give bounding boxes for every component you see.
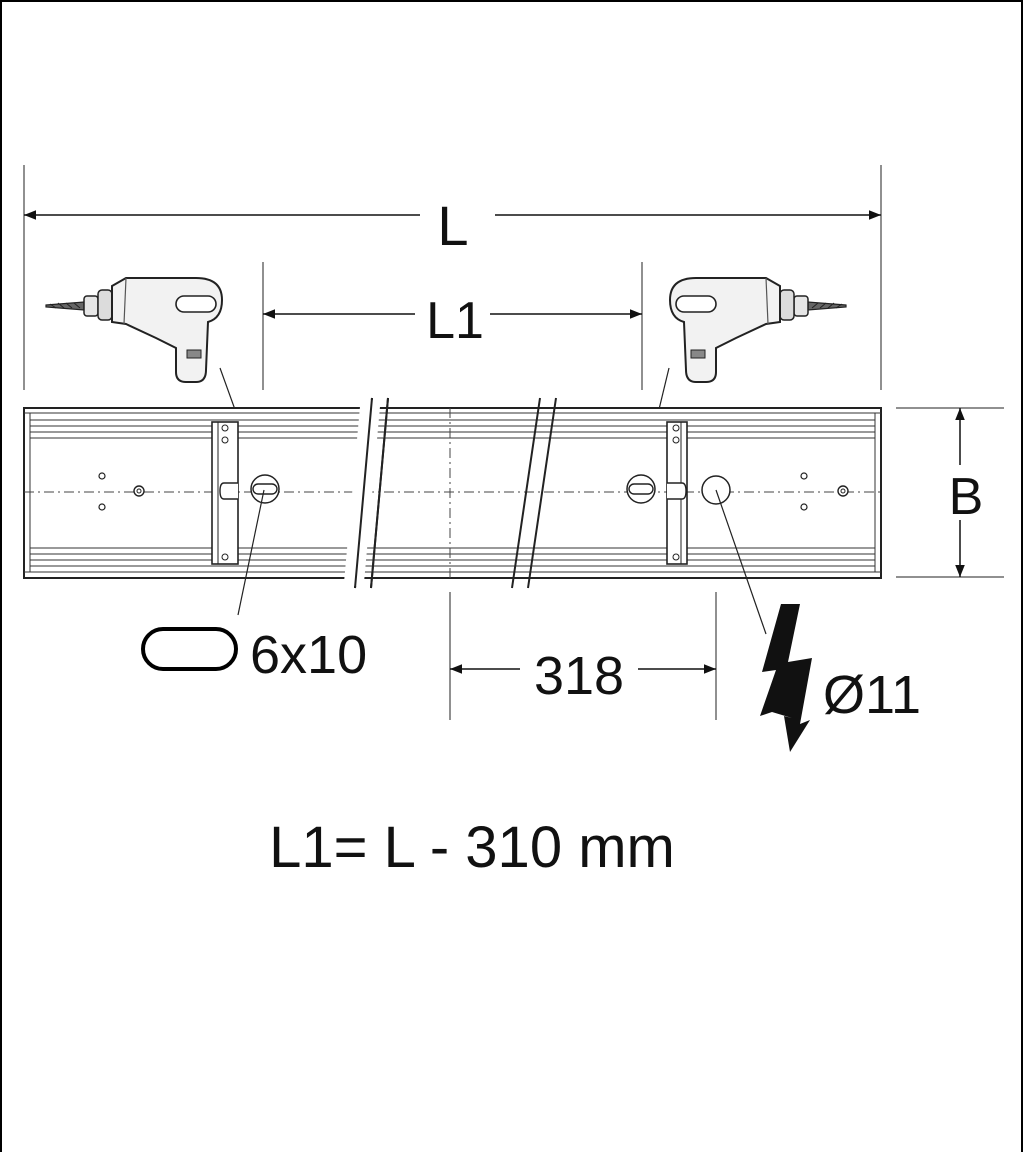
drill-icon <box>669 277 847 383</box>
drill-icon <box>45 277 223 383</box>
mounting-distance-label: L1 <box>426 292 484 350</box>
hole-spacing-label: 318 <box>534 646 624 706</box>
height-label: B <box>949 468 984 526</box>
cable-hole-label: Ø11 <box>823 665 921 725</box>
formula-text: L1= L - 310 mm <box>269 815 675 880</box>
slot-size-label: 6x10 <box>250 625 367 685</box>
overall-length-label: L <box>437 194 468 257</box>
luminaire-profile <box>23 397 882 589</box>
lightning-icon <box>760 604 812 752</box>
slot-icon <box>141 627 238 671</box>
